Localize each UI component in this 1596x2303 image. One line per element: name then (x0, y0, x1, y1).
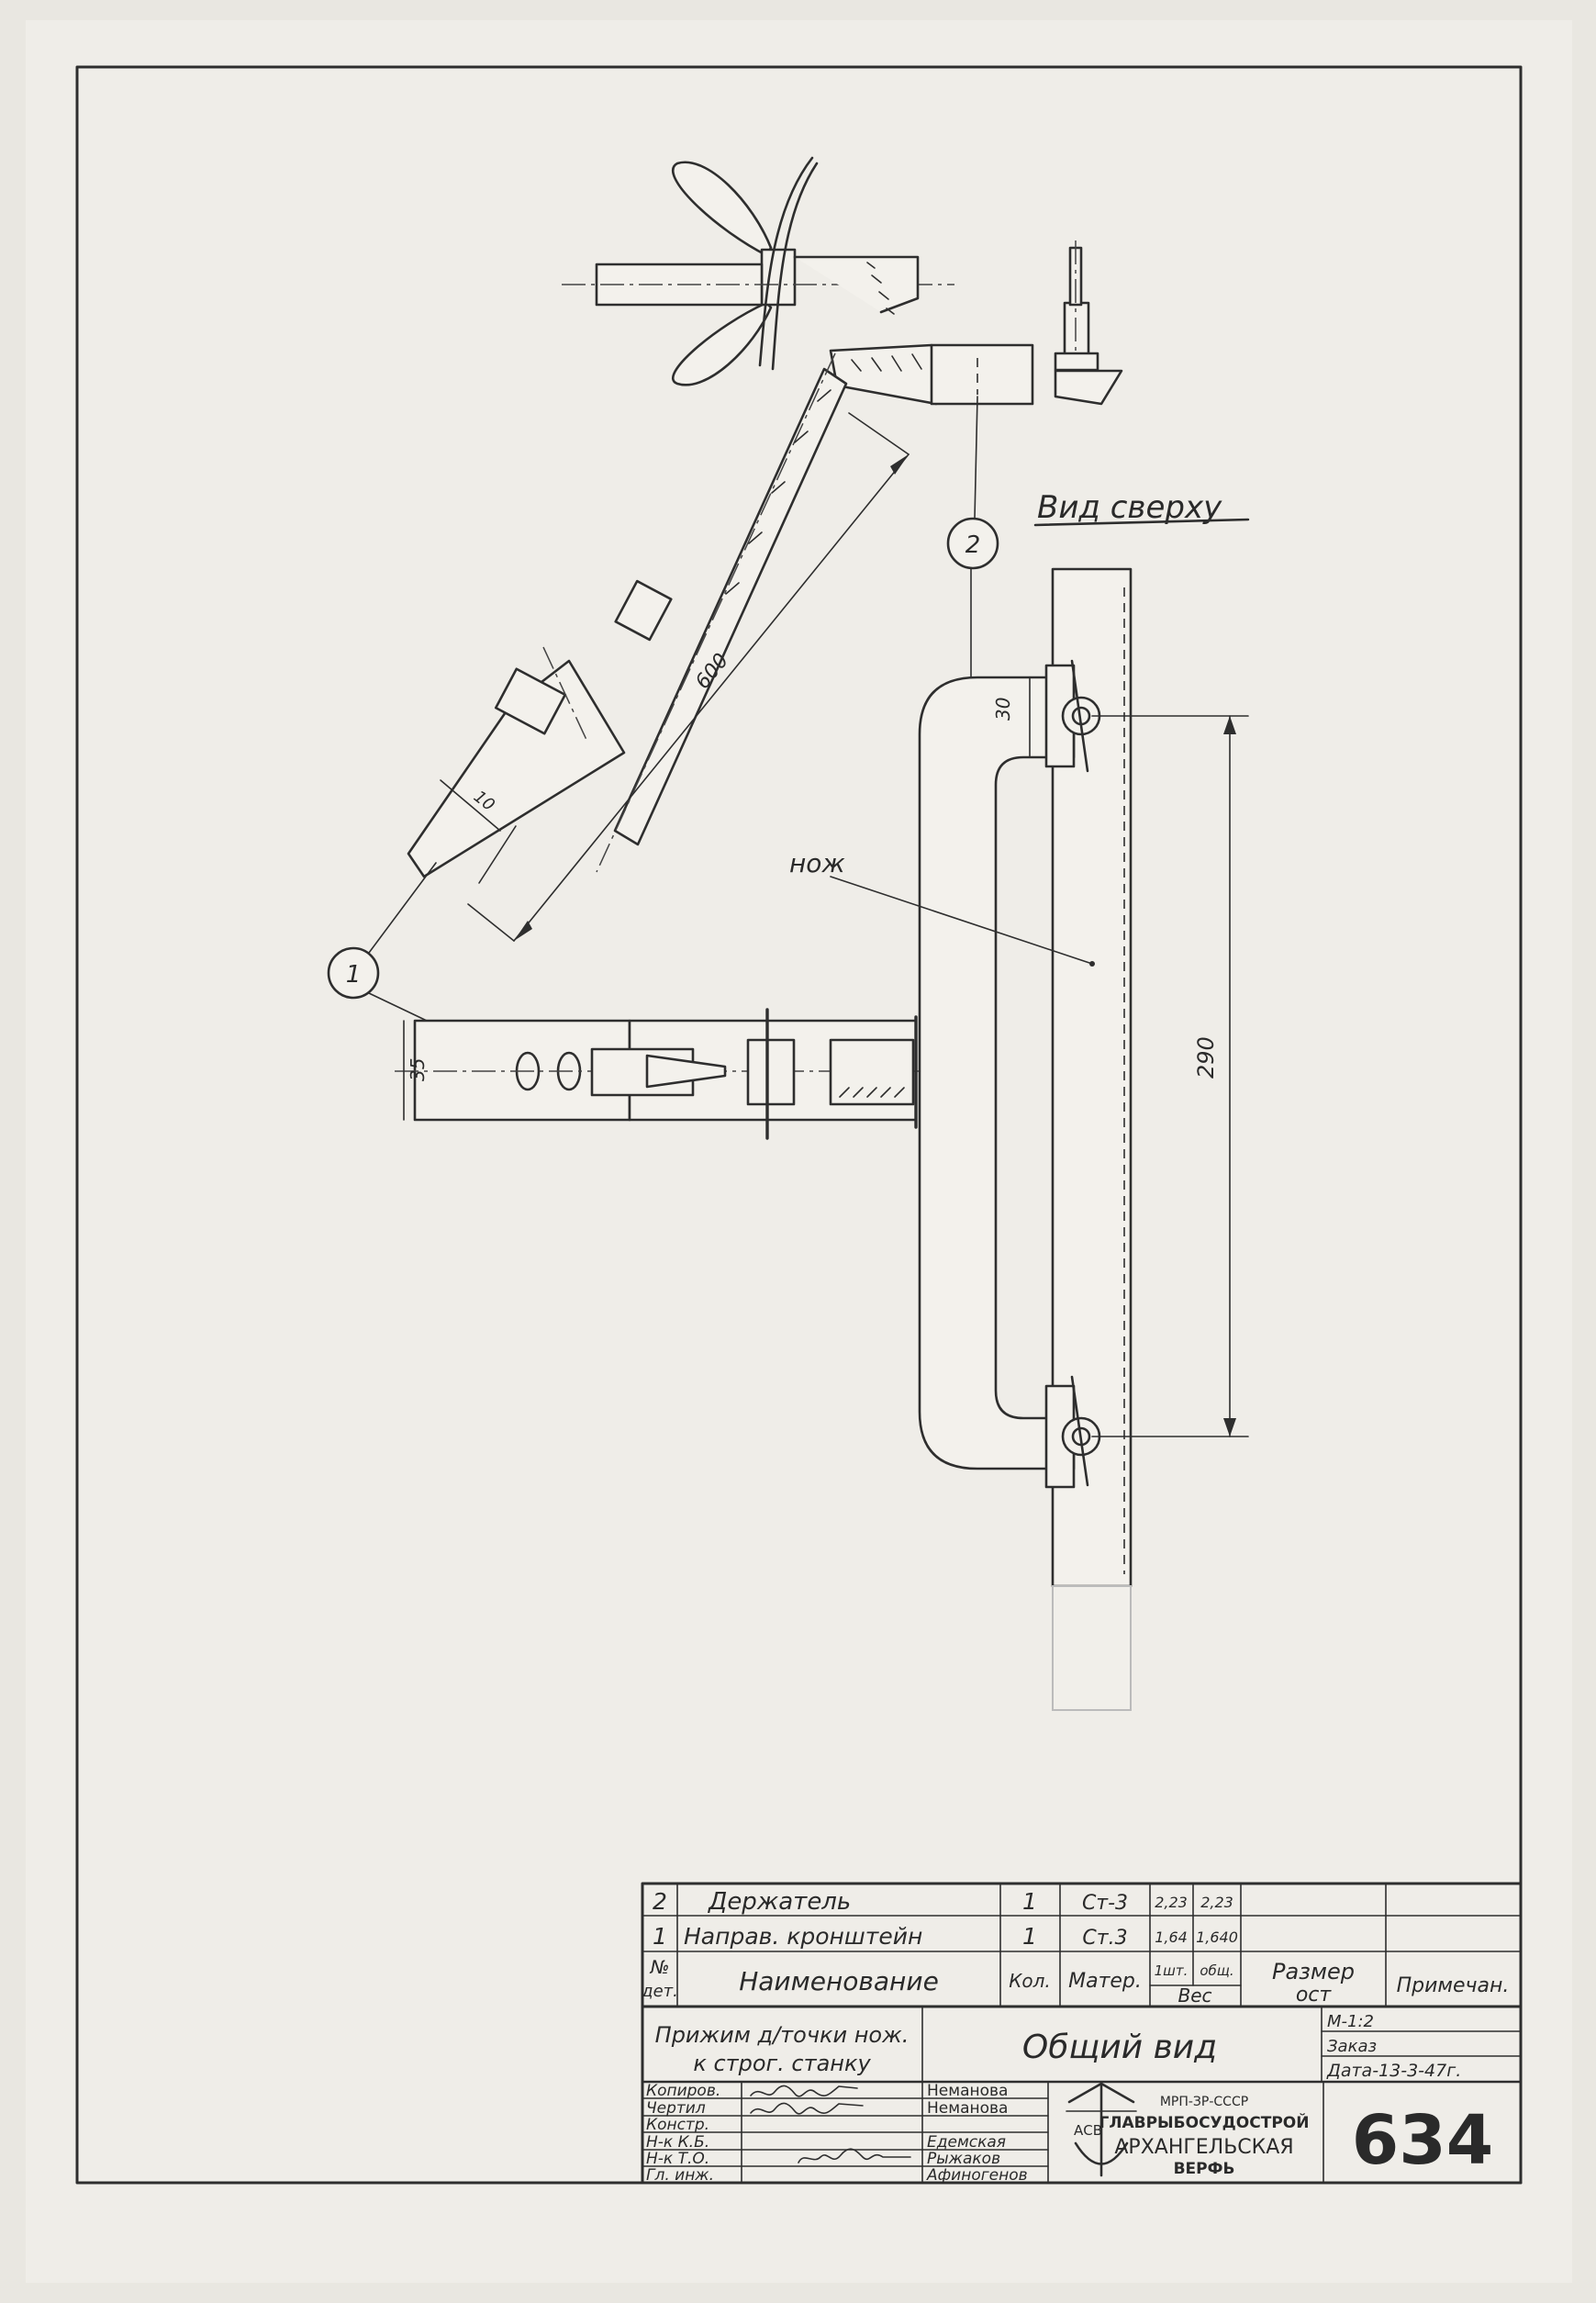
part-1-weight-unit: 1,64 (1155, 1928, 1188, 1946)
header-qty: Кол. (1009, 1970, 1051, 1992)
part-2-qty: 1 (1022, 1888, 1037, 1915)
shipyard-emblem: АСВ (1066, 2082, 1137, 2177)
horizontal-bracket-view: 35 (395, 1008, 927, 1140)
wing-nut-lower-wing (671, 301, 773, 386)
name-chief-eng: Афиногенов (926, 2166, 1028, 2185)
part-1-material: Ст.3 (1082, 1927, 1127, 1950)
knife-label: нож (789, 848, 845, 878)
sheet-number: 634 (1352, 2101, 1493, 2180)
scale: М-1:2 (1327, 2012, 1374, 2031)
name-kb-head: Едемская (927, 2133, 1006, 2152)
part-1-name: Направ. кронштейн (684, 1923, 922, 1950)
header-total: общ. (1200, 1962, 1233, 1979)
bracket-plate (407, 659, 626, 878)
name-copy: Неманова (927, 2082, 1008, 2100)
header-weight: Вес (1177, 1984, 1211, 2007)
dim-30-label: 30 (992, 698, 1014, 721)
header-material: Матер. (1068, 1970, 1142, 1993)
header-name: Наименование (739, 1966, 939, 1996)
part-1-weight-total: 1,640 (1196, 1928, 1238, 1946)
balloon-2-label: 2 (965, 531, 981, 559)
order: Заказ (1327, 2037, 1377, 2056)
role-to-head: Н-к Т.О. (646, 2150, 709, 2168)
knife-blade-tip (1054, 369, 1123, 406)
date: Дата-13-3-47г. (1326, 2061, 1461, 2081)
title-block: Прижим д/точки нож. к строг. станку Общи… (641, 2005, 1523, 2185)
org-line-4: ВЕРФЬ (1174, 2160, 1235, 2178)
part-2-weight-unit: 2,23 (1155, 1894, 1188, 1911)
spring-blade (758, 156, 814, 367)
inclined-bracket-view: 600 10 (407, 156, 1123, 942)
rod-collar (614, 579, 673, 642)
parts-table: 2 Держатель 1 Ст-3 2,23 2,23 1 Направ. к… (641, 1882, 1523, 2008)
part-2-name: Держатель (708, 1888, 851, 1916)
rod-lock-nut (494, 667, 567, 735)
role-copy: Копиров. (646, 2082, 720, 2100)
header-no-2: дет. (641, 1982, 678, 2001)
emblem-letters: АСВ (1074, 2122, 1102, 2139)
threaded-bush (829, 1038, 915, 1106)
paper-sheet (26, 20, 1572, 2283)
part-1-qty: 1 (1022, 1923, 1037, 1950)
part-2-no: 2 (653, 1888, 667, 1915)
product-name-2: к строг. станку (693, 2051, 871, 2076)
signature-to-head (798, 2148, 911, 2163)
signature-copy (750, 2085, 858, 2097)
u-holder (918, 676, 1076, 1470)
balloon-1: 1 (327, 862, 437, 1022)
top-view: 30 290 нож (789, 567, 1249, 1711)
holder-bar (930, 343, 1034, 406)
header-note: Примечан. (1397, 1974, 1510, 1997)
signature-draw (750, 2102, 864, 2115)
lower-clamp (1044, 1384, 1076, 1489)
view-name: Общий вид (1022, 2029, 1217, 2066)
role-kb-head: Н-к К.Б. (646, 2133, 709, 2152)
org-line-3: АРХАНГЕЛЬСКАЯ (1114, 2136, 1293, 2159)
product-name-1: Прижим д/точки нож. (655, 2022, 910, 2048)
dim-600-line (513, 453, 910, 942)
org-line-1: МРП-ЗР-СССР (1160, 2095, 1248, 2109)
role-chief-eng: Гл. инж. (646, 2166, 714, 2185)
org-line-2: ГЛАВРЫБОСУДОСТРОЙ (1099, 2112, 1310, 2132)
wing-nut-upper-wing (671, 161, 773, 257)
role-draw: Чертил (646, 2099, 706, 2118)
header-no-1: № (650, 1956, 670, 1978)
part-1-no: 1 (653, 1923, 667, 1950)
rod-centerline (596, 352, 836, 873)
name-to-head: Рыжаков (927, 2150, 1000, 2168)
role-design: Констр. (646, 2116, 709, 2134)
hex-nut (746, 1038, 796, 1106)
guide-rod (613, 367, 848, 846)
header-unit: 1шт. (1155, 1962, 1189, 1979)
name-draw: Неманова (927, 2099, 1008, 2118)
knife-bar-ghost (1052, 1585, 1132, 1711)
header-size-1: Размер (1272, 1959, 1355, 1984)
balloon-1-label: 1 (346, 961, 362, 989)
part-2-weight-total: 2,23 (1200, 1894, 1233, 1911)
dim-290-label: 290 (1193, 1036, 1219, 1079)
part-2-material: Ст-3 (1082, 1892, 1128, 1915)
dim-35-label: 35 (407, 1058, 429, 1081)
header-size-2: ост (1296, 1984, 1333, 2007)
